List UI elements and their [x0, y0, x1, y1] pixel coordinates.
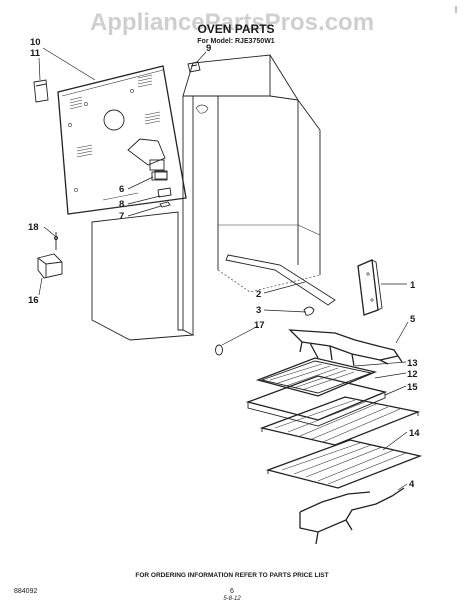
ordering-note: FOR ORDERING INFORMATION REFER TO PARTS …: [135, 572, 328, 579]
rear-panel-vent-left-bottom: [76, 144, 93, 158]
element-support-bracket: [225, 254, 336, 306]
callout-7: 7: [119, 211, 124, 222]
document-number: 884092: [14, 588, 37, 595]
rear-panel-vent-right-bottom: [144, 111, 161, 125]
callout-14: 14: [409, 428, 420, 439]
revision-date: 5-8-12: [223, 596, 241, 600]
broiler-pan: [245, 357, 388, 427]
oven-cabinet-frame: [182, 54, 321, 335]
rear-panel-vent-right-top: [137, 74, 153, 88]
insulator: [159, 201, 171, 208]
rear-panel: [57, 65, 187, 215]
callout-2: 2: [256, 289, 261, 300]
model-line: For Model: RJE3750W1: [197, 38, 275, 45]
side-bracket: [33, 79, 49, 103]
callout-15: 15: [407, 382, 418, 393]
callout-3: 3: [256, 305, 261, 316]
callout-5: 5: [410, 314, 416, 325]
diagram-title: OVEN PARTS: [197, 22, 274, 36]
callout-18: 18: [28, 222, 39, 233]
lamp-screw: [54, 232, 58, 250]
callout-11: 11: [30, 48, 41, 59]
rear-panel-vent-left-top: [69, 96, 83, 110]
callout-1: 1: [410, 280, 416, 291]
callout-13: 13: [407, 358, 418, 369]
bake-element: [299, 487, 405, 545]
wire-clip: [157, 187, 172, 198]
lower-oven-rack: [265, 439, 423, 489]
rear-panel-fan-opening: [103, 109, 125, 131]
callout-12: 12: [407, 369, 418, 380]
callout-10: 10: [30, 37, 41, 48]
page-number: 6: [230, 588, 234, 595]
callout-4: 4: [409, 479, 415, 490]
element-clamp: [303, 306, 315, 316]
upper-oven-rack: [259, 396, 421, 446]
callout-labels: 10 11 9 6 8 7 18 16 2 3 17 1 5 13 12 15 …: [28, 37, 420, 490]
callout-17: 17: [254, 320, 265, 331]
lamp-housing: [37, 253, 63, 279]
callout-leaders: [38, 47, 409, 491]
terminal-block: [151, 171, 168, 181]
broil-element: [288, 329, 403, 367]
watermark: AppliancePartsPros.com: [90, 9, 374, 36]
side-trim-panel: [357, 259, 383, 316]
mounting-clip: [187, 61, 201, 73]
grommet: [215, 344, 223, 356]
callout-6: 6: [119, 184, 124, 195]
callout-16: 16: [28, 295, 39, 306]
front-panel-outline: [91, 211, 195, 341]
callout-8: 8: [119, 199, 124, 210]
callout-9: 9: [206, 43, 211, 54]
